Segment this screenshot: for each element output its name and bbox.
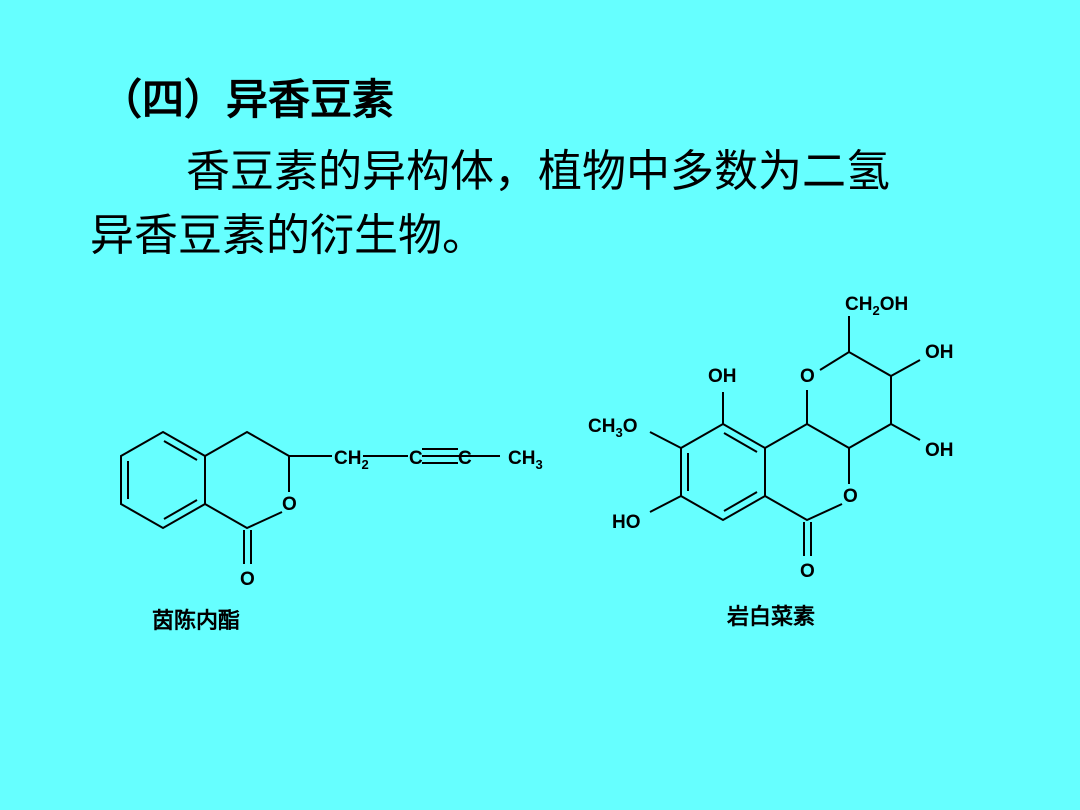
right-substituent-bonds: [649, 316, 921, 513]
slide-paragraph: 香豆素的异构体，植物中多数为二氢 异香豆素的衍生物。: [90, 140, 990, 268]
right-carbonyl-oxygen: O: [800, 561, 815, 582]
left-carbonyl-bond: [243, 530, 252, 564]
paragraph-line-1: 香豆素的异构体，植物中多数为二氢: [186, 146, 890, 197]
compound-bergenin: CH2OH OH OH OH O O O CH3O HO 岩白菜素: [588, 294, 954, 629]
left-ch2-label: CH2: [334, 448, 369, 472]
left-alkyne-carbon-1: C: [409, 448, 423, 469]
right-pyran-ring: [806, 350, 892, 449]
slide-title: （四）异香豆素: [100, 75, 395, 124]
right-aromatic-ring: [680, 422, 766, 522]
right-carbonyl-bond: [803, 522, 812, 556]
left-alkyne-carbon-2: C: [458, 448, 472, 469]
left-triple-bond: [422, 448, 458, 464]
left-benzene-ring: [120, 430, 206, 530]
right-pyran-oxygen: O: [800, 366, 815, 387]
right-aromatic-double-bonds: [687, 432, 758, 512]
right-oh-aromatic: OH: [708, 366, 737, 387]
left-carbonyl-oxygen: O: [240, 569, 255, 590]
left-benzene-double-bonds: [127, 440, 198, 520]
left-lactone-ring: [204, 430, 290, 530]
left-ch3-label: CH3: [508, 448, 543, 472]
right-lactone-ring: [764, 422, 850, 522]
right-ho-label: HO: [612, 512, 641, 533]
right-lactone-oxygen: O: [843, 486, 858, 507]
right-compound-name: 岩白菜素: [726, 604, 815, 629]
right-oh-right: OH: [925, 440, 954, 461]
right-ch3o-label: CH3O: [588, 416, 637, 440]
right-oh-top-right: OH: [925, 342, 954, 363]
left-ring-oxygen: O: [282, 494, 297, 515]
right-ch2oh-label: CH2OH: [845, 294, 908, 318]
paragraph-line-2: 异香豆素的衍生物。: [90, 210, 486, 261]
left-compound-name: 茵陈内酯: [152, 608, 240, 633]
compound-capillarin: O O CH2 C C CH3 茵陈内酯: [120, 430, 543, 633]
